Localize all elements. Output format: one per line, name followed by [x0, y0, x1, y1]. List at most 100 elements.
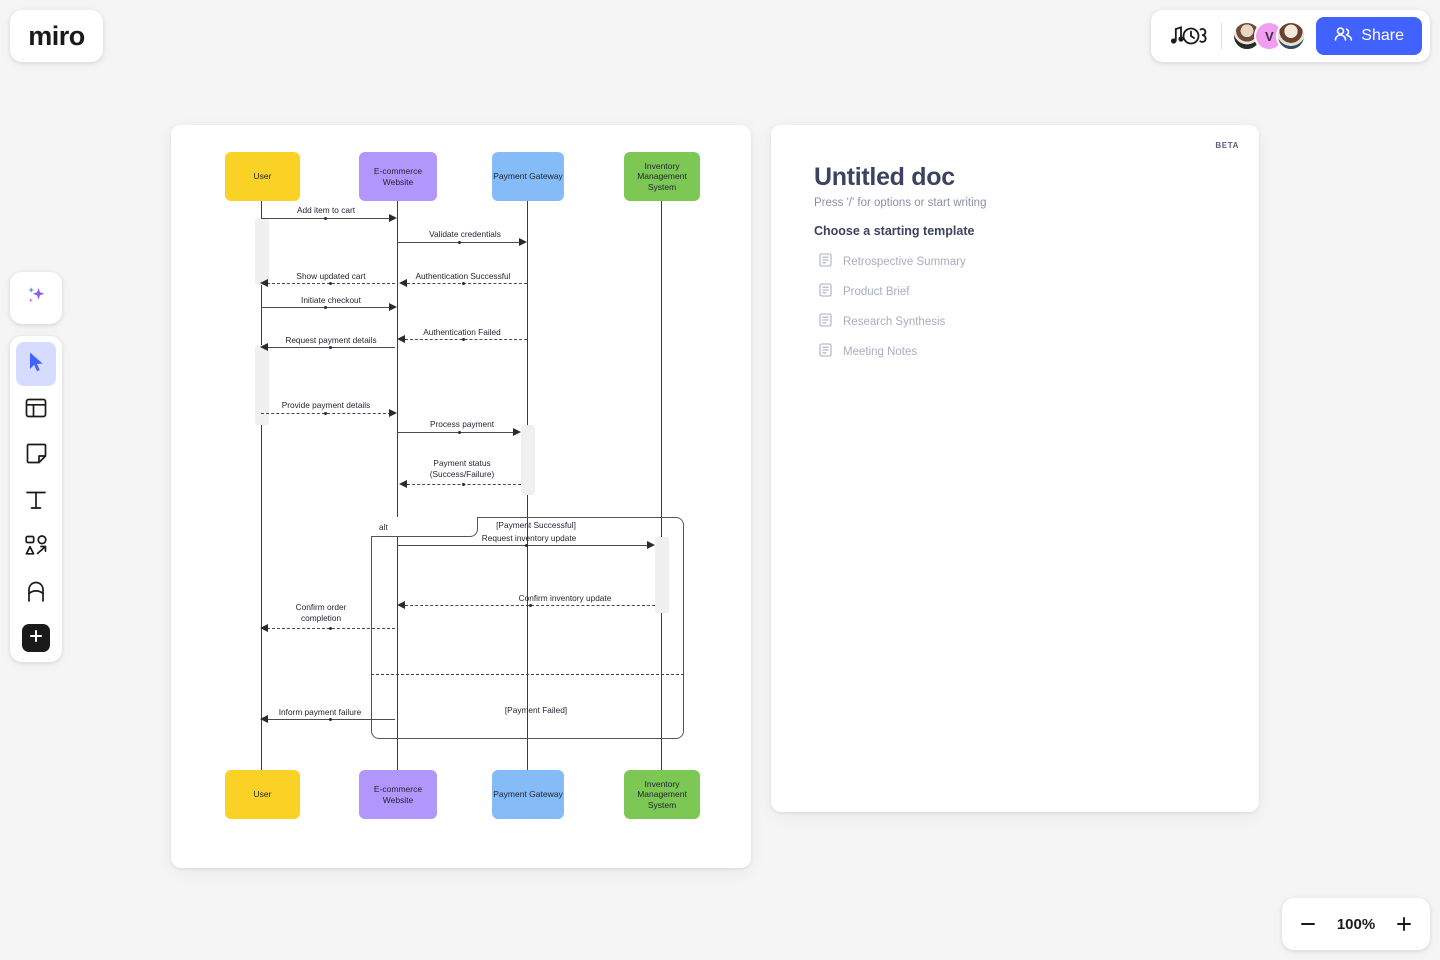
zoom-level-value[interactable]: 100%	[1336, 915, 1376, 933]
template-item-label: Meeting Notes	[843, 346, 918, 358]
template-list: Retrospective Summary Product Brief	[819, 247, 966, 367]
actor-user-top[interactable]: User	[225, 152, 300, 201]
cursor-icon	[26, 351, 46, 378]
activation-payment-1	[521, 425, 535, 495]
actor-payment-top[interactable]: Payment Gateway	[492, 152, 564, 201]
actor-user-top-label: User	[253, 171, 272, 182]
actor-inventory-top-label: Inventory Management System	[637, 161, 687, 192]
pen-tool[interactable]	[16, 572, 56, 616]
sticky-note-tool[interactable]	[16, 434, 56, 478]
text-tool[interactable]	[16, 480, 56, 524]
miro-logo-text: miro	[28, 20, 85, 51]
message-dot	[329, 717, 332, 721]
shapes-tool[interactable]	[16, 526, 56, 570]
document-panel[interactable]: BETA Untitled doc Press '/' for options …	[771, 125, 1259, 812]
zoom-controls: 100%	[1282, 898, 1430, 950]
template-item-retrospective-summary[interactable]: Retrospective Summary	[819, 247, 966, 277]
message-dot	[324, 411, 327, 415]
actor-ecommerce-top-label: E-commerce Website	[373, 166, 423, 187]
actor-inventory-bottom[interactable]: Inventory Management System	[624, 770, 700, 819]
message-arrow-initiate-checkout	[389, 302, 397, 311]
document-icon	[819, 252, 832, 272]
message-arrow-request-inventory-update	[647, 540, 655, 549]
zoom-in-button[interactable]	[1384, 904, 1424, 944]
message-dot	[458, 430, 461, 434]
message-label-request-payment-details: Request payment details	[285, 335, 377, 345]
document-placeholder[interactable]: Press '/' for options or start writing	[814, 197, 987, 209]
message-label-confirm-order-completion: Confirm order completion	[295, 602, 347, 624]
document-icon	[819, 282, 832, 302]
message-line-authentication-failed	[405, 339, 527, 340]
message-arrow-add-item-to-cart	[389, 213, 397, 222]
message-arrow-payment-status	[399, 479, 407, 488]
message-arrow-show-updated-cart	[260, 278, 268, 287]
message-label-add-item-to-cart: Add item to cart	[296, 205, 356, 215]
actor-ecommerce-bottom[interactable]: E-commerce Website	[359, 770, 437, 819]
message-dot	[324, 216, 327, 220]
collaborator-avatar-3[interactable]	[1276, 21, 1307, 51]
activation-inventory-1	[655, 537, 669, 613]
message-label-initiate-checkout: Initiate checkout	[301, 295, 361, 305]
message-dot	[458, 240, 461, 244]
message-arrow-authentication-failed	[397, 334, 405, 343]
message-dot	[529, 603, 532, 607]
select-tool[interactable]	[16, 342, 56, 386]
message-dot	[329, 345, 332, 349]
zoom-out-button[interactable]	[1288, 904, 1328, 944]
alt-fragment-tab	[371, 517, 478, 537]
lifeline-inventory	[661, 155, 662, 795]
actor-inventory-top[interactable]: Inventory Management System	[624, 152, 700, 201]
people-icon	[1334, 26, 1353, 47]
message-label-payment-status: Payment status (Success/Failure)	[429, 458, 495, 480]
actor-payment-bottom[interactable]: Payment Gateway	[492, 770, 564, 819]
share-button[interactable]: Share	[1316, 17, 1422, 55]
activation-ecommerce-1	[255, 218, 269, 285]
alt-fragment-condition-2: [Payment Failed]	[504, 705, 568, 715]
template-section-heading: Choose a starting template	[814, 224, 975, 238]
message-arrow-confirm-order-completion	[260, 623, 268, 632]
message-label-inform-payment-failure: Inform payment failure	[278, 707, 362, 717]
template-item-meeting-notes[interactable]: Meeting Notes	[819, 337, 966, 367]
text-icon	[25, 489, 47, 516]
template-icon	[25, 398, 47, 423]
message-label-request-inventory-update: Request inventory update	[481, 533, 577, 543]
message-label-provide-payment-details: Provide payment details	[281, 400, 371, 410]
message-arrow-inform-payment-failure	[260, 714, 268, 723]
message-dot	[329, 281, 332, 285]
message-label-process-payment: Process payment	[429, 419, 495, 429]
template-item-research-synthesis[interactable]: Research Synthesis	[819, 307, 966, 337]
more-apps-tool[interactable]	[22, 624, 50, 652]
template-item-product-brief[interactable]: Product Brief	[819, 277, 966, 307]
sequence-diagram-card[interactable]: User E-commerce Website Payment Gateway …	[171, 125, 751, 868]
message-dot	[462, 337, 465, 341]
ai-sparkle-tool[interactable]	[10, 272, 62, 324]
shapes-icon	[24, 535, 48, 561]
actor-ecommerce-top[interactable]: E-commerce Website	[359, 152, 437, 201]
collaborator-avatars: V	[1232, 21, 1307, 51]
main-toolbar	[10, 336, 62, 662]
alt-fragment-divider	[371, 674, 684, 675]
message-dot	[462, 281, 465, 285]
message-label-authentication-successful: Authentication Successful	[415, 271, 511, 281]
message-dot	[329, 626, 332, 630]
miro-logo-button[interactable]: miro	[10, 10, 103, 62]
actor-inventory-bottom-label: Inventory Management System	[637, 779, 687, 810]
header-divider	[1221, 23, 1223, 49]
document-icon	[819, 312, 832, 332]
message-dot	[462, 482, 465, 486]
document-title[interactable]: Untitled doc	[814, 163, 955, 191]
emoji-reaction-icon[interactable]	[1165, 23, 1211, 49]
actor-payment-bottom-label: Payment Gateway	[493, 789, 563, 800]
actor-user-bottom-label: User	[253, 789, 272, 800]
pen-icon	[26, 581, 46, 608]
message-arrow-provide-payment-details	[389, 408, 397, 417]
templates-tool[interactable]	[16, 388, 56, 432]
message-label-validate-credentials: Validate credentials	[429, 229, 501, 239]
actor-user-bottom[interactable]: User	[225, 770, 300, 819]
message-label-confirm-inventory-update: Confirm inventory update	[518, 593, 612, 603]
beta-badge: BETA	[1215, 141, 1239, 150]
actor-ecommerce-bottom-label: E-commerce Website	[373, 784, 423, 805]
sparkle-icon	[23, 283, 49, 314]
header-toolbar: V Share	[1151, 10, 1430, 62]
